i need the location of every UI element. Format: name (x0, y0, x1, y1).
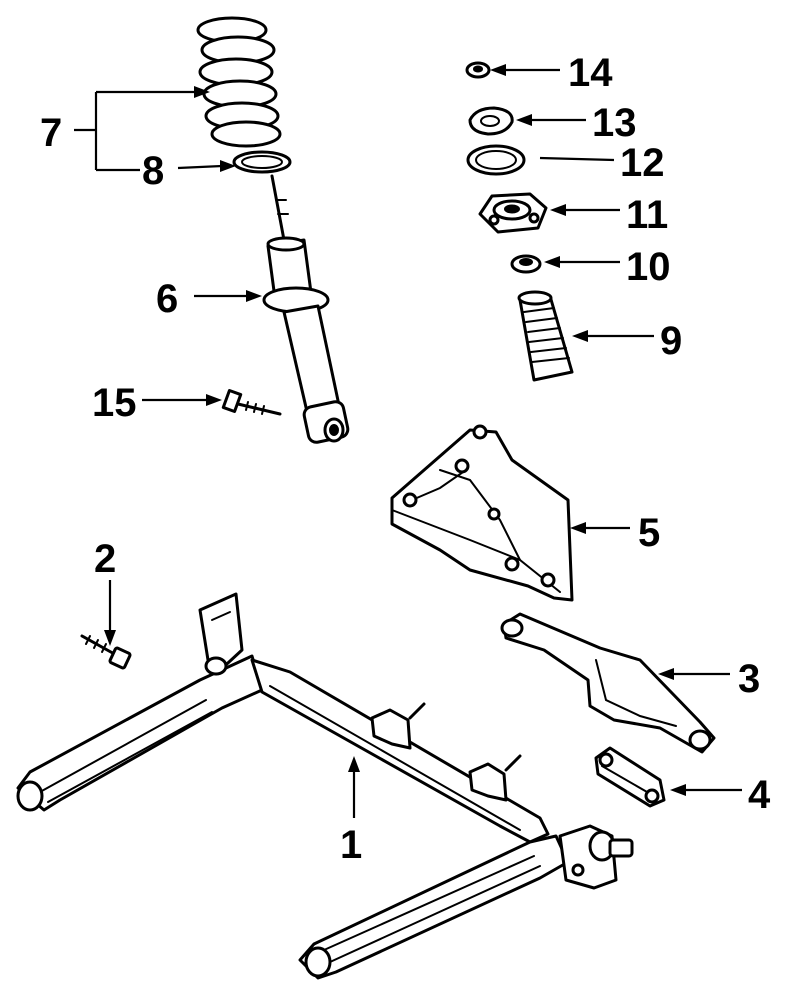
callout-7: 7 (40, 111, 62, 155)
callout-5: 5 (638, 511, 660, 555)
callout-15: 15 (92, 381, 137, 425)
callout-3: 3 (738, 657, 760, 701)
callout-14: 14 (568, 51, 613, 95)
callout-10: 10 (626, 245, 671, 289)
shock-mount-bolt (221, 388, 282, 416)
callout-8: 8 (142, 149, 164, 193)
crossmember (390, 424, 574, 602)
lateral-link (594, 746, 666, 808)
leader-lines (74, 64, 742, 818)
callout-12: 12 (620, 141, 665, 185)
callout-1: 1 (340, 823, 362, 867)
dust-boot (517, 290, 574, 382)
callout-13: 13 (592, 101, 637, 145)
upper-mount (478, 192, 548, 234)
callout-2: 2 (94, 537, 116, 581)
shock-absorber (262, 174, 350, 444)
nut (465, 61, 491, 79)
rear-axle-beam (16, 592, 634, 980)
bump-stop (510, 254, 542, 274)
upper-insulator-ring (466, 144, 526, 176)
spring-insulator (232, 150, 292, 174)
callout-numbers: 7 8 6 15 14 13 12 11 10 9 5 2 3 4 1 (40, 51, 771, 867)
callout-4: 4 (748, 773, 771, 817)
retainer-washer (468, 106, 514, 136)
callout-9: 9 (660, 319, 682, 363)
callout-11: 11 (626, 193, 668, 237)
callout-6: 6 (156, 277, 178, 321)
coil-spring (196, 16, 282, 148)
mounting-bolt (80, 634, 132, 670)
lower-control-arm (500, 612, 716, 754)
